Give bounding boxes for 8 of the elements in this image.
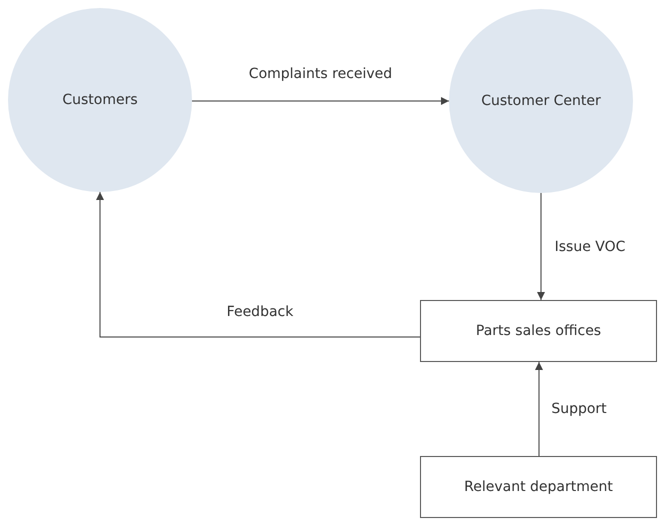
customer-circle: Customers <box>8 8 192 192</box>
customer-center-circle: Customer Center <box>449 9 633 193</box>
process-box: Parts sales offices <box>420 300 657 362</box>
arrow <box>537 192 545 300</box>
process-box: Relevant department <box>420 456 657 518</box>
arrow <box>96 192 420 338</box>
arrow <box>535 362 543 456</box>
arrow <box>192 97 450 105</box>
